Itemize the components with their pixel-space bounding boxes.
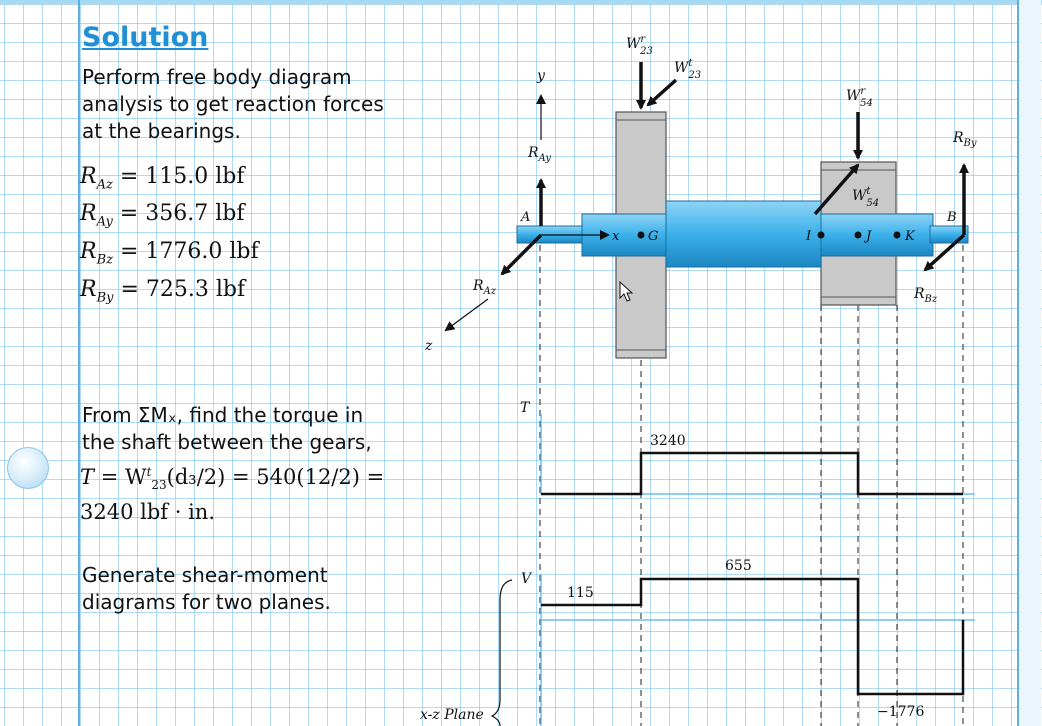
label-R-Bz: RBz xyxy=(913,286,938,305)
torque-eq-line: T = Wt23(d₃/2) = 540(12/2) = xyxy=(80,465,385,493)
intro-line-1: Perform free body diagram xyxy=(82,65,352,89)
force-arrows xyxy=(500,62,969,276)
point-G-marker xyxy=(637,231,645,239)
label-T-value: 3240 xyxy=(650,433,686,449)
shear-diagram: V 115 655 −1776 xyxy=(521,558,975,726)
label-y-axis: y xyxy=(536,68,546,84)
label-V-655: 655 xyxy=(725,558,752,574)
mouse-cursor-icon xyxy=(619,280,634,302)
shear-text: Generate shear-moment diagrams for two p… xyxy=(82,562,331,616)
heading: Solution xyxy=(82,22,209,53)
label-point-A: A xyxy=(520,210,530,225)
right-margin xyxy=(1017,0,1041,726)
shear-line-2: diagrams for two planes. xyxy=(82,590,331,614)
torque-text: From ΣMₓ, find the torque in the shaft b… xyxy=(82,402,372,456)
torque-curve xyxy=(541,451,963,496)
label-R-Az: RAz xyxy=(472,278,497,297)
label-point-J: J xyxy=(863,229,872,244)
reaction-Ay: RAy = 356.7 lbf xyxy=(80,201,245,230)
label-V-neg: −1776 xyxy=(877,704,924,720)
torque-line-2: the shaft between the gears, xyxy=(82,430,372,454)
torque-equation: T = Wt23(d₃/2) = 540(12/2) = 3240 lbf · … xyxy=(80,459,384,526)
binder-ring-icon xyxy=(7,447,49,489)
reaction-Az: RAz = 115.0 lbf xyxy=(80,164,245,193)
reaction-By: RBy = 725.3 lbf xyxy=(80,277,246,306)
shear-curve xyxy=(541,577,965,696)
axes xyxy=(444,94,610,332)
torque-result: 3240 lbf · in. xyxy=(80,500,215,525)
torque-diagram: T 3240 xyxy=(520,400,975,496)
label-point-B: B xyxy=(946,210,957,225)
left-margin-line xyxy=(78,0,80,726)
label-V-115: 115 xyxy=(567,585,594,601)
label-z-axis: z xyxy=(424,338,433,354)
label-x-axis: x xyxy=(612,229,620,244)
top-border xyxy=(0,0,1042,4)
shaft xyxy=(516,200,969,268)
shaft-points xyxy=(637,231,901,239)
projection-lines xyxy=(539,245,964,726)
intro-text: Perform free body diagram analysis to ge… xyxy=(82,64,384,145)
point-I-marker xyxy=(817,231,825,239)
point-K-marker xyxy=(893,231,901,239)
label-R-By: RBy xyxy=(952,130,977,149)
intro-line-3: at the bearings. xyxy=(82,119,241,143)
label-point-K: K xyxy=(904,229,916,244)
label-point-I: I xyxy=(805,229,812,244)
label-plane: x-z Plane xyxy=(420,707,484,723)
label-V-axis: V xyxy=(521,571,533,587)
label-R-Ay: RAy xyxy=(527,145,551,164)
plane-brace xyxy=(490,579,513,726)
reaction-Bz: RBz = 1776.0 lbf xyxy=(80,239,259,268)
label-T-axis: T xyxy=(520,400,531,416)
torque-line-1: From ΣMₓ, find the torque in xyxy=(82,403,364,427)
label-point-G: G xyxy=(648,229,658,244)
shear-line-1: Generate shear-moment xyxy=(82,563,328,587)
intro-line-2: analysis to get reaction forces xyxy=(82,92,384,116)
point-J-marker xyxy=(854,231,862,239)
